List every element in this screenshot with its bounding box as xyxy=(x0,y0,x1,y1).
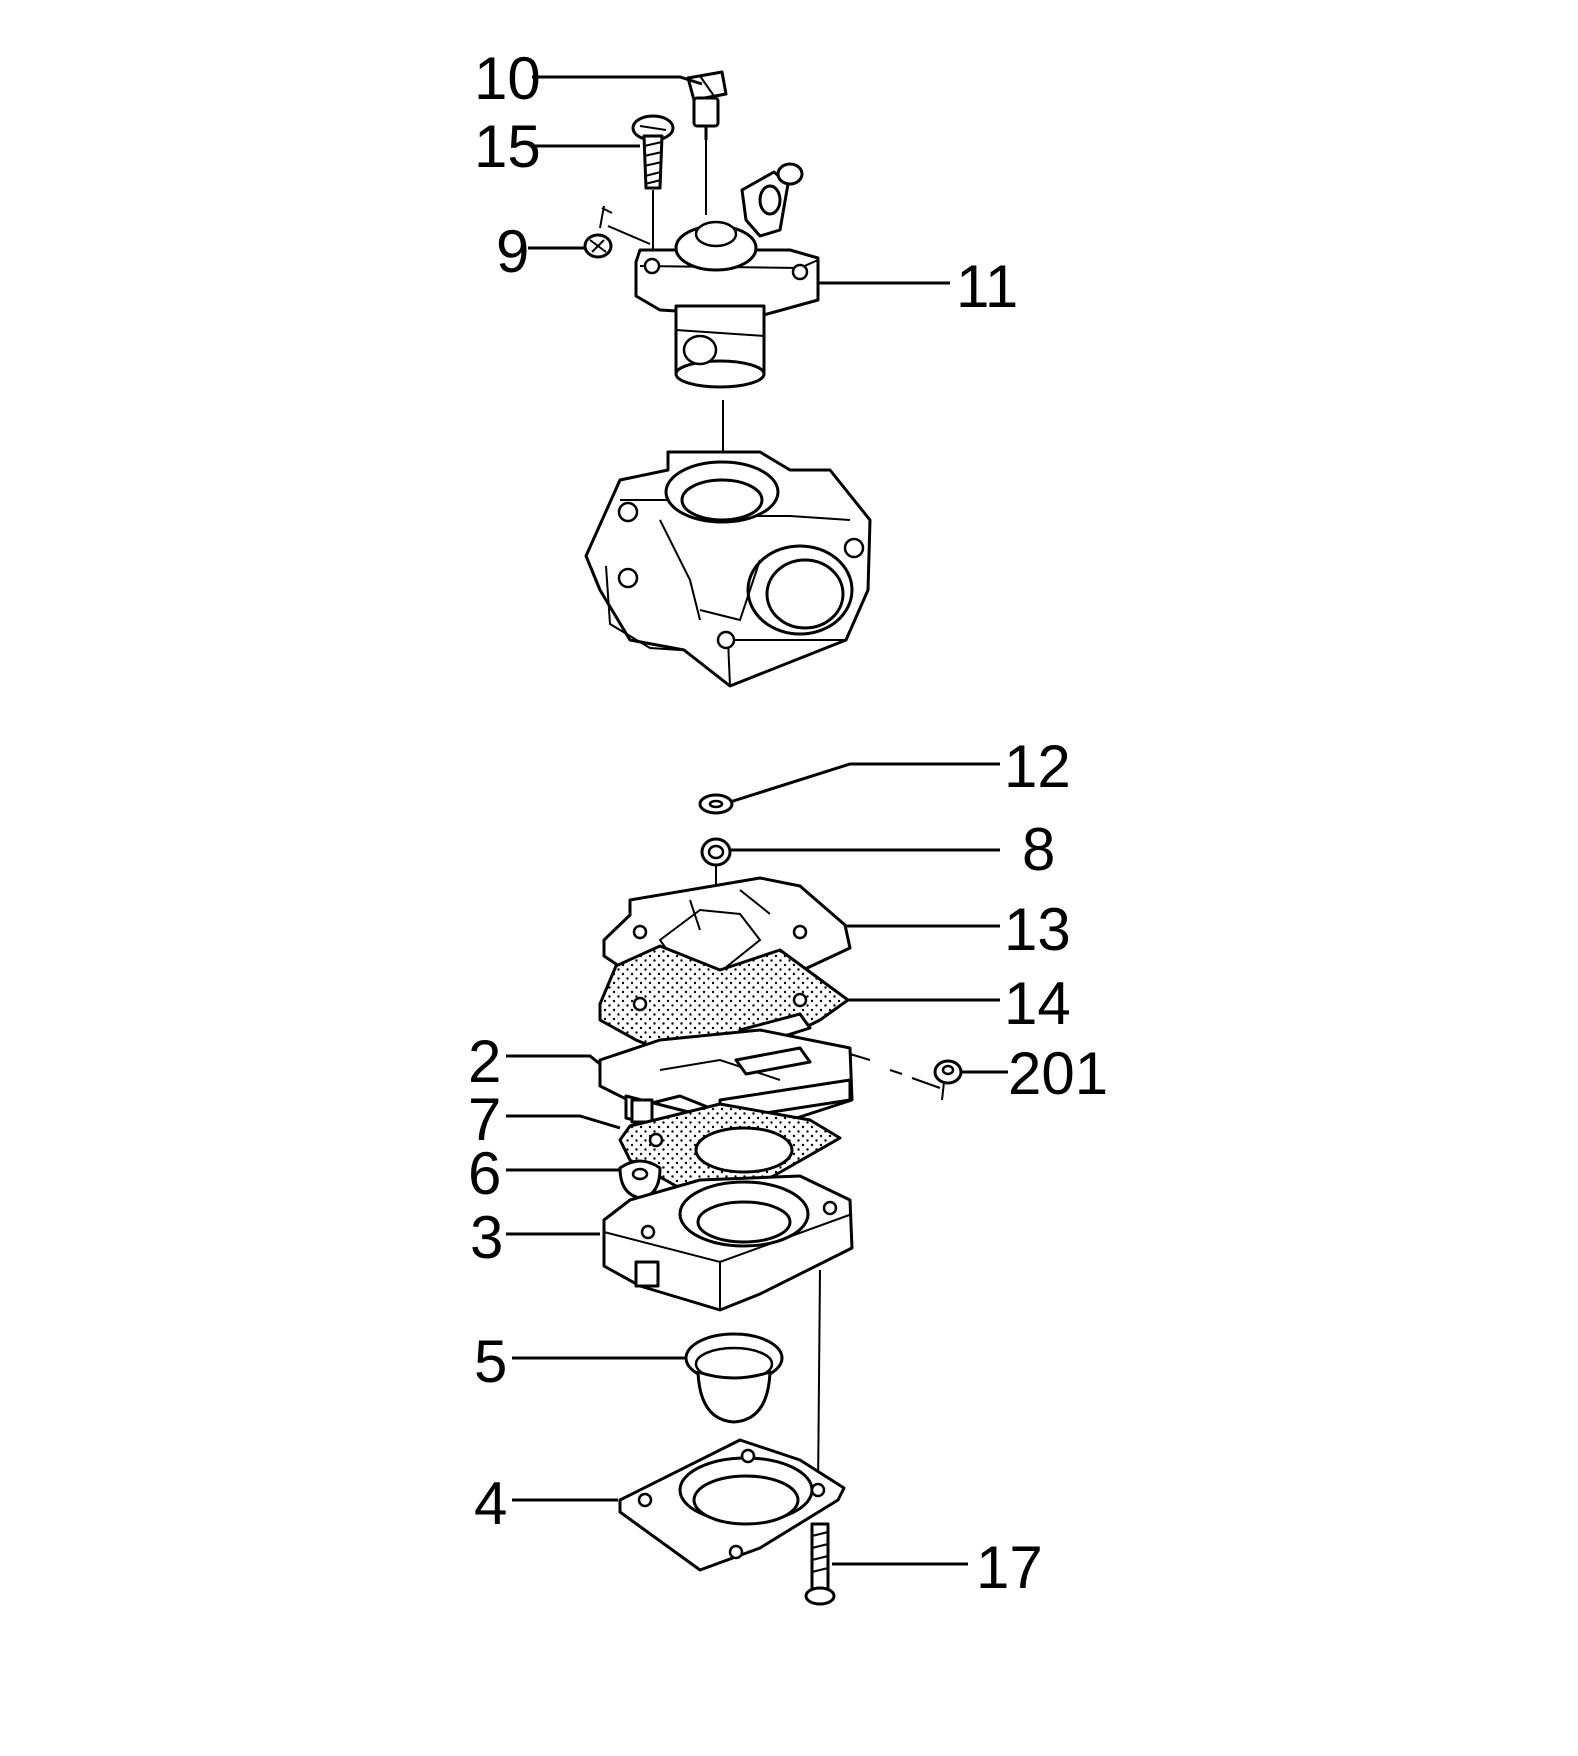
part-12-washer xyxy=(698,793,734,815)
part-5-pump-cup xyxy=(684,1332,784,1424)
label-part-7: 7 xyxy=(468,1086,501,1153)
leader-lines xyxy=(506,75,1008,1566)
carburetor-body xyxy=(584,450,872,688)
label-part-6: 6 xyxy=(468,1140,501,1207)
label-part-2: 2 xyxy=(468,1028,501,1095)
label-part-9: 9 xyxy=(496,218,529,285)
part-3-metering-body xyxy=(602,1174,854,1491)
label-part-15: 15 xyxy=(474,113,541,180)
part-17-screw xyxy=(804,1522,836,1606)
label-part-13: 13 xyxy=(1004,896,1071,963)
part-2-pump-body xyxy=(598,1028,941,1144)
part-10-screw xyxy=(686,70,728,215)
part-number-labels: 10 15 9 11 12 8 13 14 2 201 7 6 3 5 4 17 xyxy=(468,45,1108,1601)
label-part-8: 8 xyxy=(1022,816,1055,883)
label-part-10: 10 xyxy=(474,45,541,112)
label-part-11: 11 xyxy=(956,253,1018,320)
label-part-5: 5 xyxy=(474,1328,507,1395)
part-201-cap xyxy=(933,1059,963,1101)
label-part-17: 17 xyxy=(976,1534,1043,1601)
part-11-throttle-body xyxy=(634,162,820,389)
label-part-14: 14 xyxy=(1004,970,1071,1037)
part-6-diaphragm xyxy=(618,1159,662,1200)
part-9-nut xyxy=(583,205,651,259)
part-7-diaphragm xyxy=(618,1102,842,1190)
label-part-201: 201 xyxy=(1008,1040,1108,1107)
label-part-3: 3 xyxy=(470,1204,503,1271)
label-part-4: 4 xyxy=(474,1470,507,1537)
part-4-cover xyxy=(618,1438,846,1572)
label-part-12: 12 xyxy=(1004,733,1071,800)
